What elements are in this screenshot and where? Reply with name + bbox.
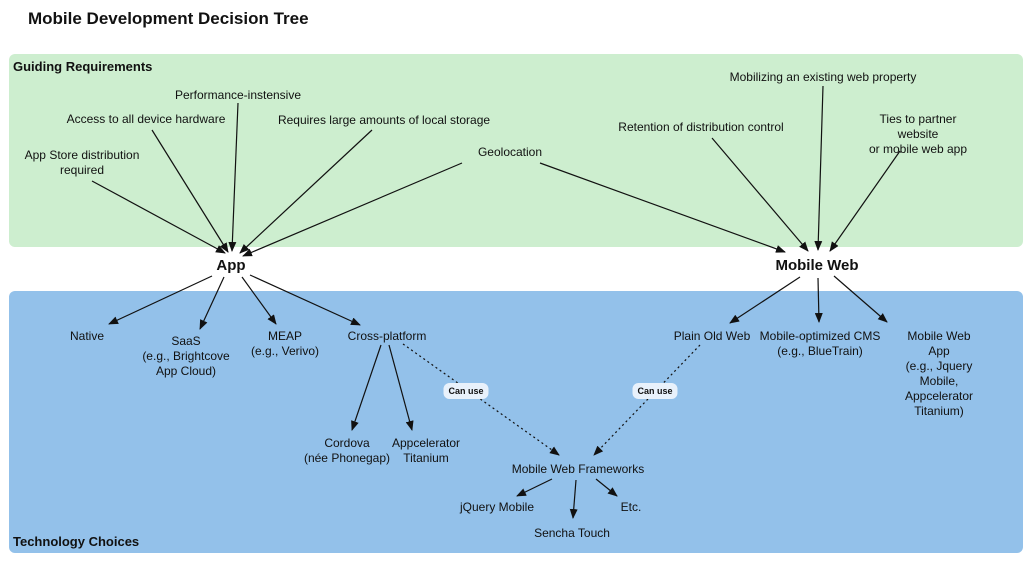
- arrow-partner-to-mobile-web: [829, 150, 901, 252]
- arrow-app-to-native: [108, 275, 213, 325]
- req-local-storage: Requires large amounts of local storage: [277, 113, 491, 127]
- choice-appcelerator: Appcelerator Titanium: [391, 436, 461, 465]
- req-partner-website: Ties to partner website or mobile web ap…: [868, 112, 968, 156]
- choice-sencha-touch: Sencha Touch: [534, 526, 610, 540]
- req-geolocation: Geolocation: [477, 145, 543, 159]
- arrow-geolocation-to-app: [242, 162, 463, 257]
- choice-cordova: Cordova (née Phonegap): [303, 436, 391, 465]
- can-use-badge-left: Can use: [443, 383, 489, 399]
- choice-native: Native: [69, 329, 105, 343]
- dotted-cross-platform-to-frameworks: [402, 343, 560, 456]
- arrow-app-to-cross-platform: [249, 274, 361, 326]
- choice-etc: Etc.: [620, 500, 642, 514]
- arrow-hardware-to-app: [151, 129, 229, 253]
- req-mobilizing-web-property: Mobilizing an existing web property: [729, 70, 917, 84]
- arrow-performance-to-app: [228, 102, 239, 252]
- arrow-frameworks-to-jquery: [516, 478, 553, 497]
- arrow-cross-platform-to-appcelerator: [388, 344, 414, 431]
- choice-plain-old-web: Plain Old Web: [673, 329, 751, 343]
- req-distribution-control: Retention of distribution control: [618, 120, 784, 134]
- arrow-app-store-to-app: [91, 180, 226, 254]
- choice-mobile-optimized-cms: Mobile-optimized CMS (e.g., BlueTrain): [759, 329, 881, 358]
- dotted-plain-old-web-to-frameworks: [593, 344, 701, 456]
- node-app: App: [216, 257, 246, 274]
- arrow-storage-to-app: [239, 129, 373, 254]
- choice-mobile-web-app: Mobile Web App (e.g., Jquery Mobile, App…: [904, 329, 974, 418]
- arrow-mobile-web-to-mobile-web-app: [833, 275, 888, 323]
- choice-meap: MEAP (e.g., Verivo): [250, 329, 320, 358]
- arrow-geolocation-to-mobile-web: [539, 162, 786, 253]
- req-device-hardware: Access to all device hardware: [66, 112, 226, 126]
- choice-mobile-web-frameworks: Mobile Web Frameworks: [511, 462, 645, 476]
- guiding-requirements-label: Guiding Requirements: [13, 59, 153, 74]
- technology-choices-label: Technology Choices: [13, 534, 140, 549]
- choice-jquery-mobile: jQuery Mobile: [459, 500, 535, 514]
- choice-saas: SaaS (e.g., Brightcove App Cloud): [142, 334, 230, 378]
- req-app-store-distribution: App Store distribution required: [24, 148, 140, 177]
- arrow-frameworks-to-sencha: [569, 479, 578, 519]
- arrow-app-to-saas: [199, 276, 225, 330]
- arrow-mobile-web-to-cms: [814, 277, 823, 323]
- choice-cross-platform: Cross-platform: [347, 329, 427, 343]
- page-title: Mobile Development Decision Tree: [28, 9, 309, 28]
- arrow-frameworks-to-etc: [595, 478, 618, 497]
- arrow-app-to-meap: [241, 276, 277, 325]
- technology-choices-panel: [9, 291, 1023, 553]
- guiding-requirements-panel: [9, 54, 1023, 247]
- arrow-retention-to-mobile-web: [711, 137, 809, 252]
- can-use-badge-right: Can use: [632, 383, 678, 399]
- arrow-cross-platform-to-cordova: [351, 344, 382, 431]
- node-mobile-web: Mobile Web: [775, 257, 859, 274]
- arrow-mobile-web-to-plain-old-web: [729, 276, 801, 324]
- arrow-mobilizing-to-mobile-web: [814, 85, 824, 251]
- req-performance: Performance-instensive: [174, 88, 302, 102]
